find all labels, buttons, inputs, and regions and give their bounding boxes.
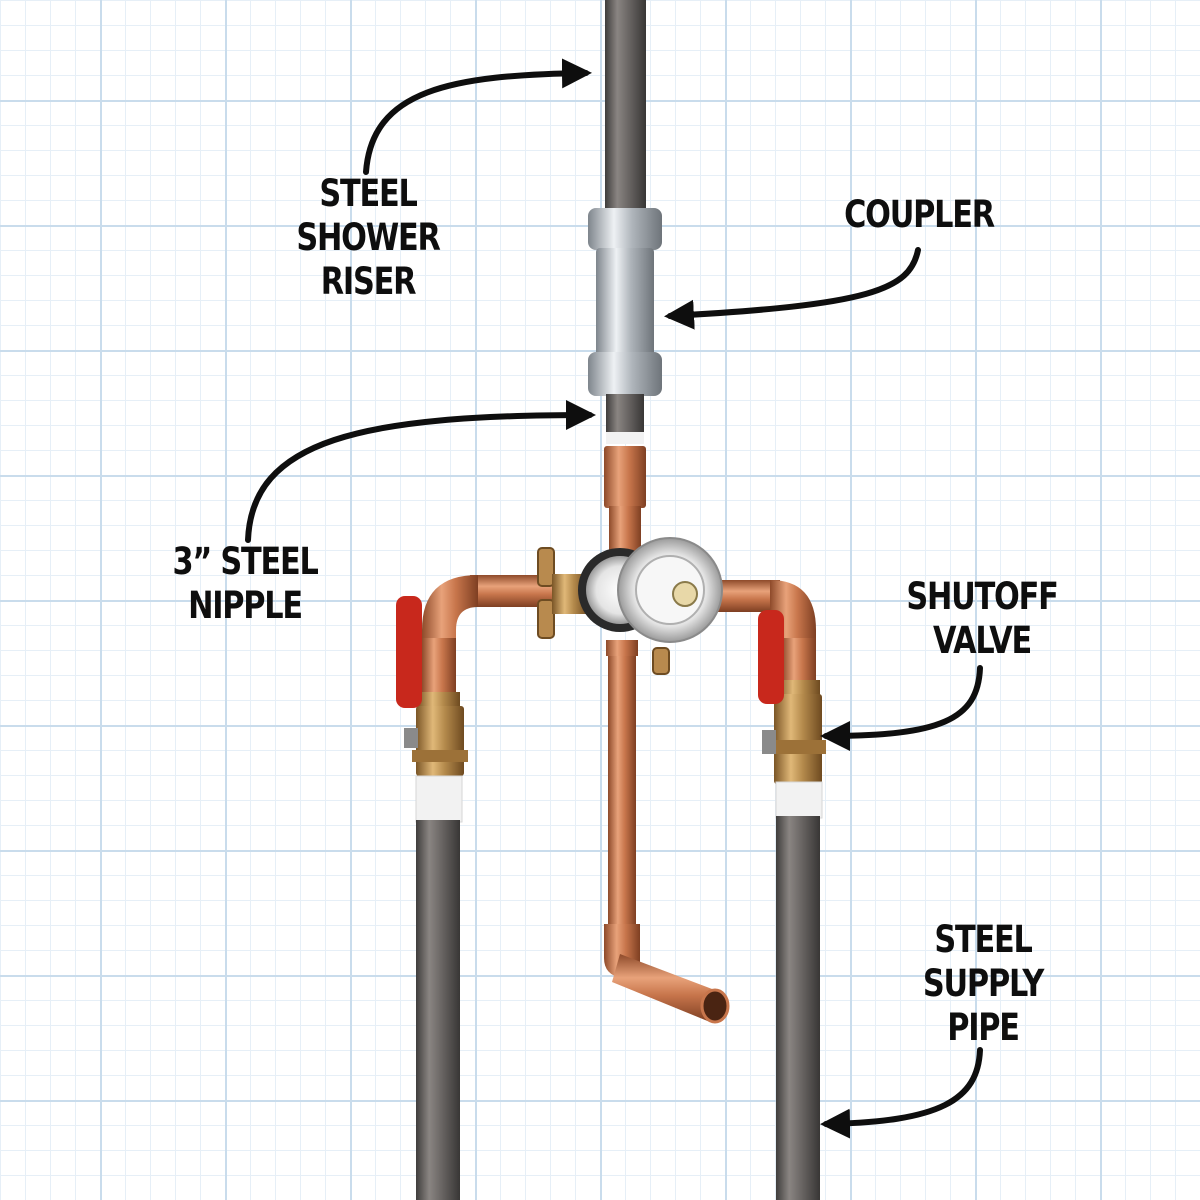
label-line: SUPPLY [922, 962, 1044, 1005]
copper-tub-pipe [608, 656, 636, 926]
copper-elbow-left [422, 575, 478, 640]
label-line: RISER [320, 260, 417, 303]
label-shutoff-valve: SHUTOFF VALVE [900, 575, 1064, 663]
mixing-valve [578, 537, 723, 643]
label-line: SHUTOFF [906, 575, 1058, 618]
label-line: NIPPLE [188, 584, 303, 627]
label-line: STEEL [934, 918, 1032, 961]
label-line: COUPLER [844, 193, 995, 236]
thread-tape-right [775, 781, 823, 819]
thread-tape [606, 432, 644, 444]
copper-adapter [604, 446, 646, 508]
valve-handle-right [758, 610, 784, 704]
supply-arrow [820, 1047, 983, 1139]
shutoff-arrow [820, 665, 983, 751]
nipple-arrow [245, 400, 596, 543]
mounting-bracket [537, 547, 670, 675]
label-steel-shower-riser: STEEL SHOWER RISER [286, 172, 450, 304]
riser-arrow [363, 58, 592, 175]
steel-nipple [606, 394, 644, 436]
valve-handle-left [396, 596, 422, 708]
label-steel-nipple: 3” STEEL NIPPLE [163, 540, 327, 628]
steel-supply-pipe-right [776, 816, 820, 1200]
shutoff-valve-right [758, 610, 826, 784]
copper-drop-pipe [606, 640, 638, 656]
shutoff-valve-left [396, 596, 468, 776]
copper-pipe-opening [700, 988, 730, 1024]
label-line: PIPE [947, 1006, 1020, 1049]
copper-elbow-right [770, 580, 816, 640]
steel-shower-riser [605, 0, 646, 215]
steel-supply-pipe-left [416, 820, 460, 1200]
label-line: 3” STEEL [172, 540, 318, 583]
label-line: SHOWER [296, 216, 440, 259]
label-coupler: COUPLER [837, 193, 1001, 237]
label-line: STEEL [319, 172, 417, 215]
thread-tape-left [415, 775, 463, 823]
copper-tub-spout-stub [612, 954, 720, 1022]
coupler-arrow [664, 247, 921, 330]
copper-riser-pipe [609, 506, 641, 556]
label-steel-supply-pipe: STEEL SUPPLY PIPE [901, 918, 1065, 1050]
label-line: VALVE [932, 619, 1032, 662]
coupler [588, 208, 662, 396]
